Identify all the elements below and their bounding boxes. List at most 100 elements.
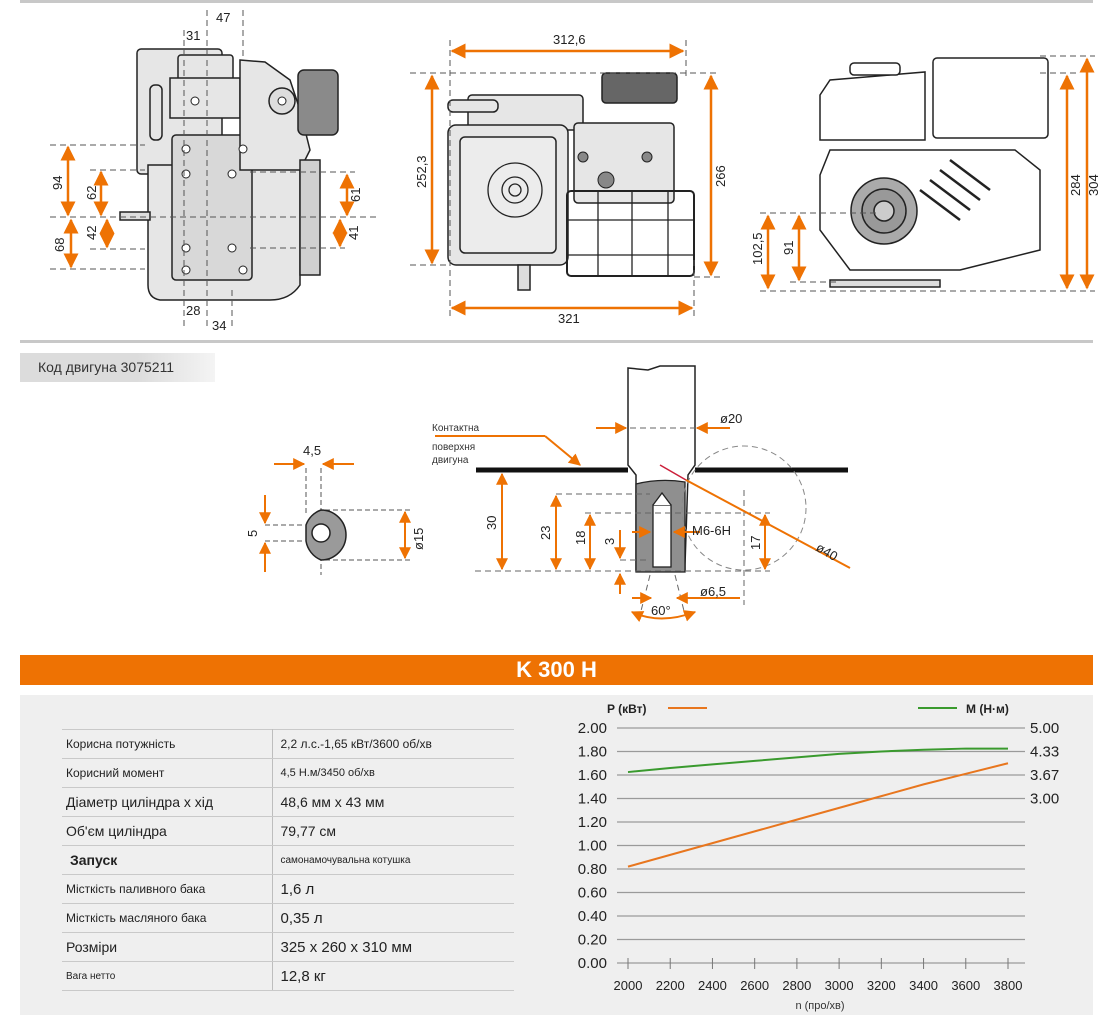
shaft-key-drawing: 4,5 5 ø15 [245,443,426,575]
y-tick-label-right: 3.00 [1030,791,1059,808]
spec-value: 79,77 см [272,816,514,846]
series-line-power [627,762,1009,868]
model-title-band: K 300 H [20,655,1093,685]
table-row: Запуск самонамочувальна котушка [62,845,514,875]
spec-label: Місткість паливного бака [62,874,273,904]
svg-text:42: 42 [84,226,99,240]
spec-value: 12,8 кг [272,961,514,991]
table-row: Об'єм циліндра 79,77 см [62,816,514,846]
svg-text:41: 41 [346,226,361,240]
y-tick-label-left: 2.00 [578,720,607,737]
x-tick-label: 3000 [825,978,854,993]
y-tick-label-left: 1.40 [578,791,607,808]
contact-surface-label-2: поверхня [432,442,475,453]
svg-text:284: 284 [1068,174,1083,196]
front-view-drawing: 31 47 28 34 94 62 42 68 61 41 [50,10,378,333]
table-row: Розміри 325 х 260 х 310 мм [62,932,514,962]
spec-label: Місткість масляного бака [62,903,273,933]
x-tick-label: 2800 [782,978,811,993]
dim-front-34: 34 [212,318,226,333]
dim-top-width: 312,6 [553,32,586,47]
top-divider [20,0,1093,3]
svg-text:30: 30 [484,516,499,530]
y-tick-label-right: 5.00 [1030,720,1059,737]
top-view-drawing: 312,6 321 252,3 266 [410,32,728,326]
y-tick-label-left: 1.20 [578,814,607,831]
spec-value: 1,6 л [272,874,514,904]
svg-text:61: 61 [348,188,363,202]
spec-label: Запуск [62,845,273,875]
y-tick-label-right: 4.33 [1030,744,1059,761]
y-tick-label-left: 0.80 [578,861,607,878]
legend-label-power: P (кВт) [607,702,647,716]
y-tick-label-right: 3.67 [1030,767,1059,784]
spec-table: Корисна потужність 2,2 л.с.-1,65 кВт/360… [62,729,514,991]
dim-left-height: 252,3 [414,155,429,188]
dim-right-height: 266 [713,165,728,187]
spec-value: 325 х 260 х 310 мм [272,932,514,962]
spec-label: Вага нетто [62,961,273,991]
table-row: Корисний момент 4,5 Н.м/3450 об/хв [62,758,514,788]
spec-value: 2,2 л.с.-1,65 кВт/3600 об/хв [272,729,514,759]
table-row: Вага нетто 12,8 кг [62,961,514,991]
dim-front-31: 31 [186,28,200,43]
contact-surface-label-1: Контактна [432,423,480,434]
spec-value: 0,35 л [272,903,514,933]
x-tick-label: 2400 [698,978,727,993]
y-tick-label-left: 0.60 [578,885,607,902]
x-tick-label: 3600 [951,978,980,993]
series-line-torque [627,747,1008,774]
spec-value: 4,5 Н.м/3450 об/хв [272,758,514,788]
svg-text:62: 62 [84,186,99,200]
spec-label: Корисна потужність [62,729,273,759]
y-tick-label-left: 1.80 [578,744,607,761]
spec-label: Розміри [62,932,273,962]
x-axis-label: n (про/хв) [795,1000,844,1012]
table-row: Місткість паливного бака 1,6 л [62,874,514,904]
spec-value: 48,6 мм х 43 мм [272,787,514,817]
power-torque-chart: 0.00 0.20 0.40 0.60 0.80 1.00 1.20 1.40 1.60 1.80… [578,702,1059,1012]
dim-shaft-diameter-20: ø20 [720,411,742,426]
dim-front-47: 47 [216,10,230,25]
svg-text:68: 68 [52,238,67,252]
x-tick-label: 3800 [994,978,1023,993]
svg-text:17: 17 [748,536,763,550]
svg-text:304: 304 [1086,174,1100,196]
y-tick-label-left: 0.20 [578,932,607,949]
svg-text:102,5: 102,5 [750,232,765,265]
x-tick-label: 3200 [867,978,896,993]
dim-angle: 60° [651,603,671,618]
svg-text:3: 3 [602,538,617,545]
y-tick-label-left: 0.40 [578,908,607,925]
x-tick-label: 2000 [614,978,643,993]
dim-shaft-diameter: ø15 [411,528,426,550]
svg-text:91: 91 [781,241,796,255]
x-tick-label: 2200 [656,978,685,993]
spec-value: самонамочувальна котушка [272,845,514,875]
dim-key-height: 5 [245,530,260,537]
table-row: Корисна потужність 2,2 л.с.-1,65 кВт/360… [62,729,514,759]
dim-front-28: 28 [186,303,200,318]
shaft-section-drawing: Контактна поверхня двигуна ø20 M6-6H 30 … [432,365,851,622]
section-divider [20,340,1093,343]
dim-hole-diameter: ø6,5 [700,584,726,599]
engine-code-label: Код двигуна 3075211 [20,353,215,382]
side-view-drawing: 102,5 91 284 304 [750,55,1100,292]
legend-label-torque: M (Н·м) [966,702,1009,716]
spec-label: Корисний момент [62,758,273,788]
svg-text:23: 23 [538,526,553,540]
y-tick-label-left: 0.00 [578,955,607,972]
svg-text:18: 18 [573,531,588,545]
contact-surface-label-3: двигуна [432,455,469,466]
dim-thread: M6-6H [692,523,731,538]
table-row: Місткість масляного бака 0,35 л [62,903,514,933]
table-row: Діаметр циліндра х хід 48,6 мм х 43 мм [62,787,514,817]
dim-key-width: 4,5 [303,443,321,458]
x-tick-label: 3400 [909,978,938,993]
spec-label: Об'єм циліндра [62,816,273,846]
spec-label: Діаметр циліндра х хід [62,787,273,817]
svg-text:94: 94 [50,176,65,190]
y-tick-label-left: 1.00 [578,838,607,855]
dim-bottom-width: 321 [558,311,580,326]
y-tick-label-left: 1.60 [578,767,607,784]
